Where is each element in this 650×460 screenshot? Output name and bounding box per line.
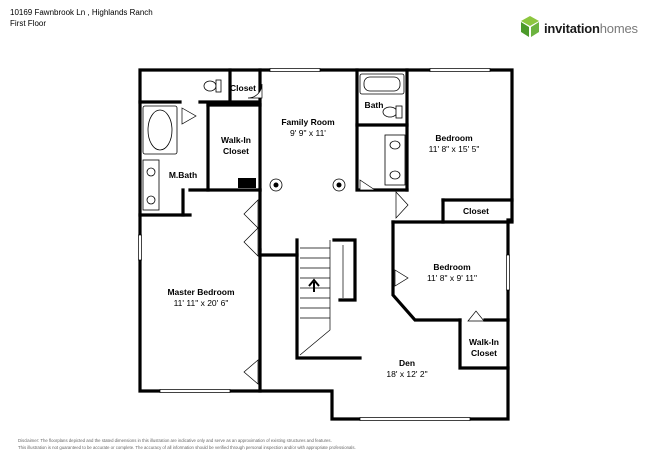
wall (391, 220, 462, 322)
room-label-den: Den 18' x 12' 2" (386, 358, 428, 379)
address-text: 10169 Fawnbrook Ln , Highlands Ranch (10, 8, 153, 17)
disclaimer-line-2: This illustration is not guaranteed to b… (18, 445, 356, 450)
stair-arrow-icon (308, 278, 320, 292)
wall (458, 318, 510, 370)
window (269, 68, 321, 72)
door (359, 179, 377, 191)
room-label-closet-top: Closet (230, 83, 256, 93)
window (359, 417, 471, 421)
window (506, 254, 510, 291)
room-label-master-bedroom: Master Bedroom 11' 11" x 20' 6" (167, 287, 235, 308)
door (394, 269, 409, 287)
room-label-mbath: M.Bath (168, 170, 198, 180)
window (429, 68, 491, 72)
door (467, 310, 485, 322)
fireplace (238, 178, 256, 188)
window (138, 234, 142, 261)
room-label-bath: Bath (364, 100, 384, 110)
vanity (384, 134, 406, 186)
wall (198, 68, 262, 104)
room-label-bedroom-middle: Bedroom 11' 8" x 9' 11" (426, 262, 478, 283)
room-label-walkin-closet-left: Walk-In Closet (221, 135, 251, 156)
room-label-bedroom-upper: Bedroom 11' 8" x 15' 5" (428, 133, 480, 154)
toilet (203, 80, 217, 92)
room-label-family-room: Family Room 9' 9" x 11' (281, 117, 335, 138)
floor-label: First Floor (10, 19, 46, 28)
toilet (382, 106, 398, 118)
door (243, 227, 259, 257)
door (181, 107, 197, 125)
brand-name: invitationhomes (544, 21, 638, 36)
wall (332, 238, 357, 302)
door (395, 191, 409, 219)
room-label-closet-right: Closet (463, 206, 489, 216)
invitation-homes-logo-icon (521, 16, 539, 37)
room-label-walkin-closet-right: Walk-In Closet (469, 337, 499, 358)
window (159, 389, 231, 393)
brand-logo: invitationhomes (519, 15, 638, 41)
door (243, 199, 259, 229)
wall (295, 238, 362, 360)
door (243, 359, 259, 385)
wall (355, 68, 409, 192)
disclaimer-line-1: Disclaimer: The floorplans depicted and … (18, 438, 332, 443)
door (247, 83, 263, 99)
